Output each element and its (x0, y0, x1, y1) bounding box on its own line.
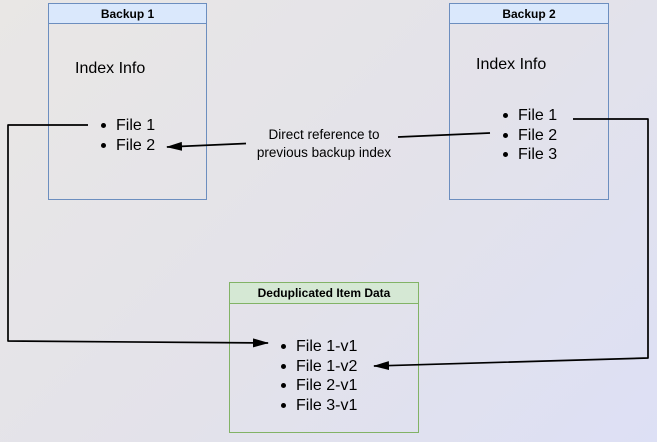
backup2-header: Backup 2 (450, 4, 608, 24)
backup1-file-list: File 1 File 2 (101, 116, 155, 155)
backup2-file-item: File 3 (503, 145, 557, 165)
backup2-file-item: File 2 (503, 126, 557, 146)
dedup-file-item: File 3-v1 (281, 396, 357, 416)
backup2-file-item: File 1 (503, 106, 557, 126)
direct-reference-annotation: Direct reference to previous backup inde… (239, 126, 409, 162)
backup1-header: Backup 1 (49, 4, 206, 24)
backup2-file-list: File 1 File 2 File 3 (503, 106, 557, 165)
backup1-file-item: File 1 (101, 116, 155, 136)
dedup-title: Deduplicated Item Data (257, 286, 391, 300)
dedup-header: Deduplicated Item Data (230, 283, 418, 304)
dedup-file-item: File 1-v2 (281, 357, 357, 377)
backup1-file-item: File 2 (101, 136, 155, 156)
annotation-line1: Direct reference to (268, 127, 380, 142)
backup1-node: Backup 1 Index Info File 1 File 2 (48, 3, 207, 200)
dedup-file-item: File 2-v1 (281, 376, 357, 396)
dedup-file-list: File 1-v1 File 1-v2 File 2-v1 File 3-v1 (281, 337, 357, 415)
dedup-file-item: File 1-v1 (281, 337, 357, 357)
backup1-title: Backup 1 (100, 6, 155, 21)
backup2-title: Backup 2 (502, 6, 556, 21)
dedup-node: Deduplicated Item Data File 1-v1 File 1-… (229, 282, 419, 433)
backup2-index-info-label: Index Info (476, 56, 547, 73)
backup1-index-info-label: Index Info (75, 60, 146, 77)
backup2-node: Backup 2 Index Info File 1 File 2 File 3 (449, 3, 609, 200)
annotation-line2: previous backup index (256, 145, 392, 160)
